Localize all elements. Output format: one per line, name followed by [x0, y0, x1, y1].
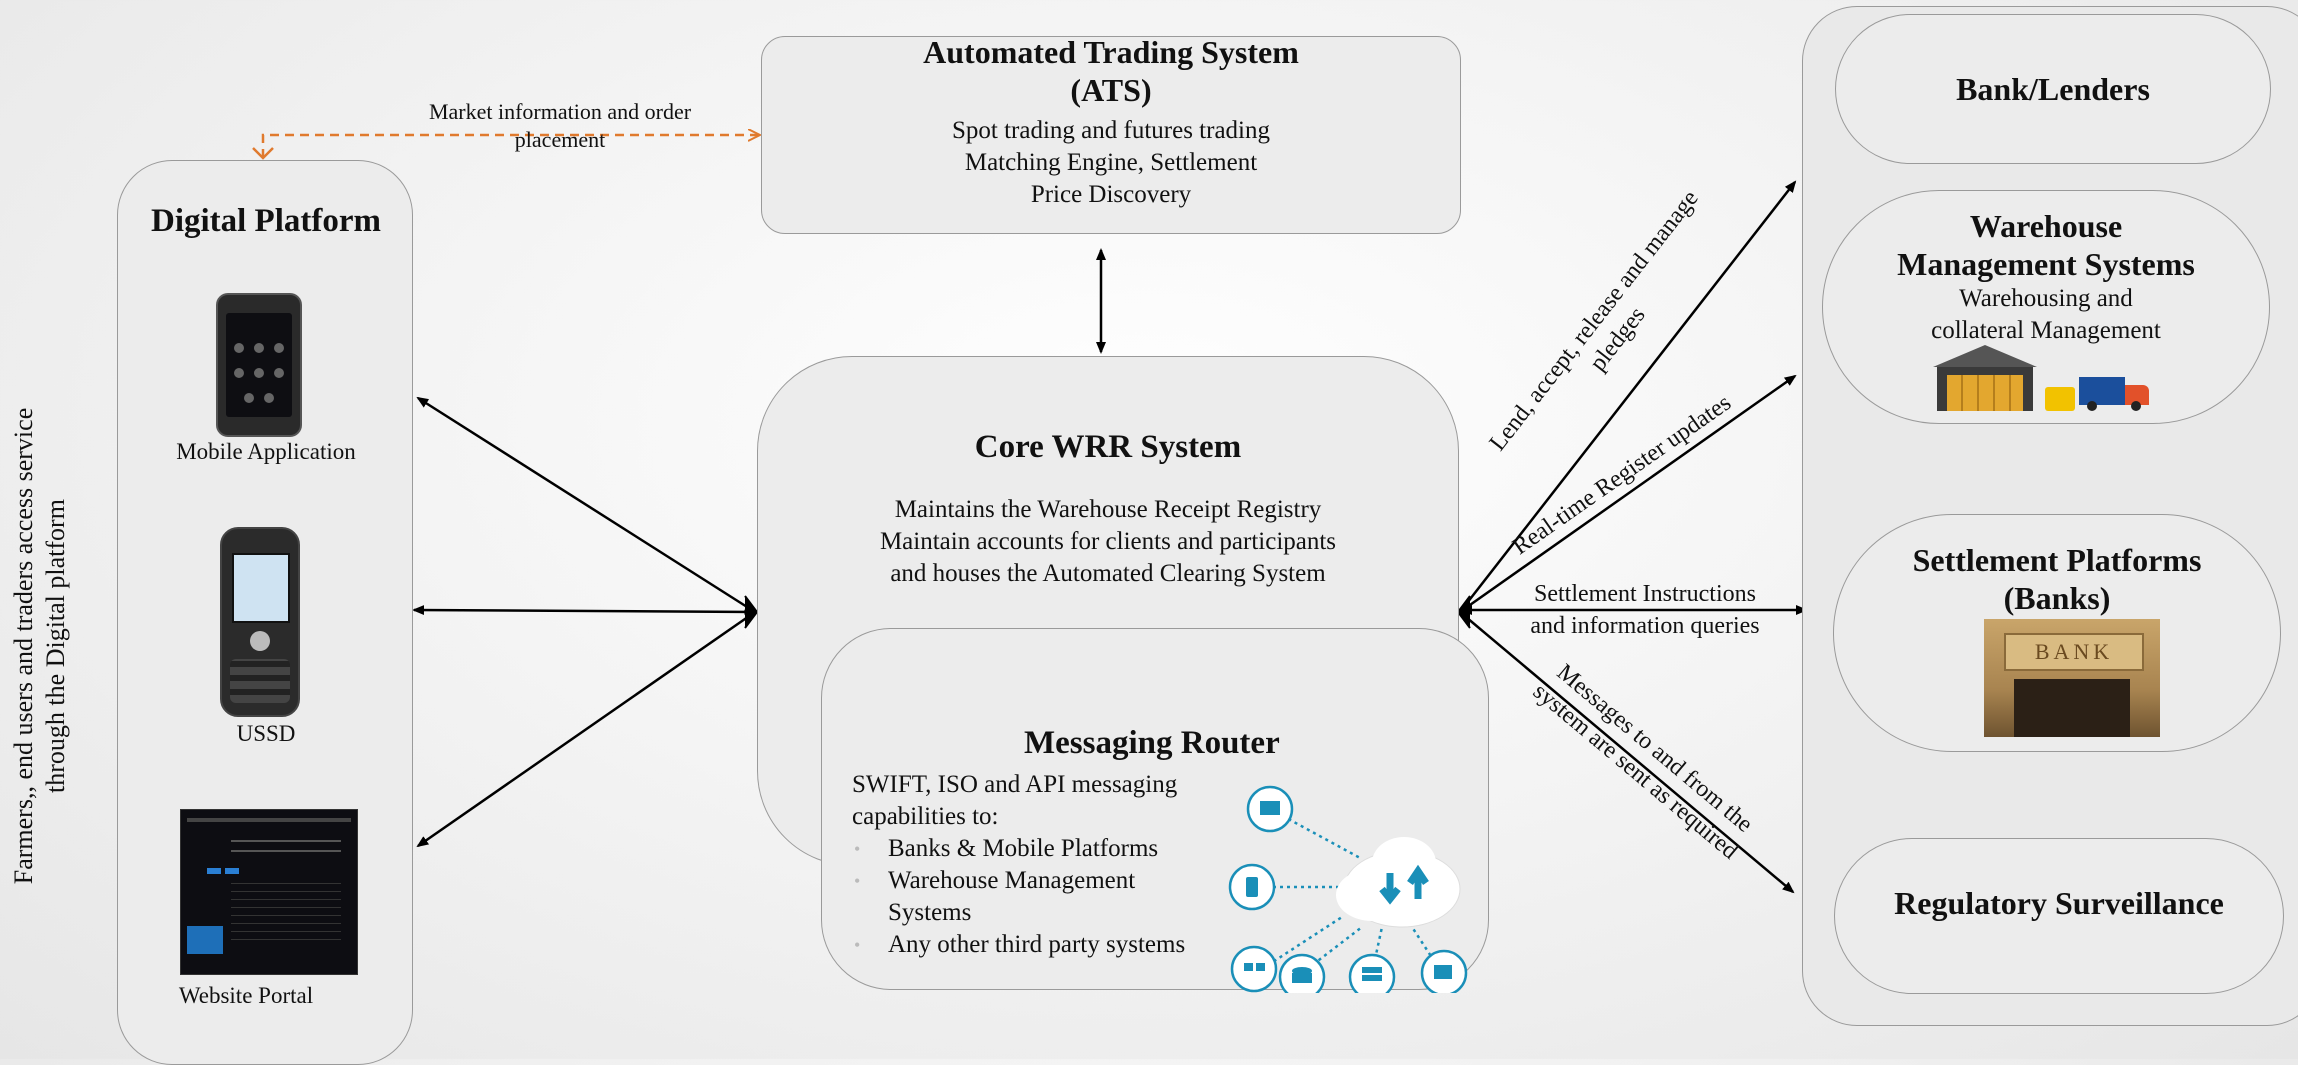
network-cloud-icon — [1228, 785, 1468, 993]
router-bullet-text: Systems — [888, 899, 972, 926]
router-bullet-text: Any other third party systems — [888, 931, 1186, 958]
router-bullet-3: •Any other third party systems — [854, 931, 1186, 958]
ats-title-line2: (ATS) — [1070, 72, 1152, 108]
router-bullet-2: •Warehouse Management — [854, 867, 1136, 894]
ussd-core-arrow — [412, 605, 757, 617]
regulatory-surveillance-box: Regulatory Surveillance — [1834, 838, 2284, 994]
bank-lenders-box: Bank/Lenders — [1835, 14, 2271, 164]
feature-phone-image — [220, 527, 300, 717]
ats-title-line1: Automated Trading System — [923, 34, 1299, 70]
digital-platform-panel: Digital Platform Mobile Application USSD… — [117, 160, 413, 1065]
router-title: Messaging Router — [1024, 725, 1280, 761]
wms-arrow — [1459, 374, 1797, 614]
market-info-dashed-arrow — [261, 135, 760, 158]
market-info-label: Market information and order placement — [390, 98, 730, 154]
mobile-app-label: Mobile Application — [176, 439, 356, 464]
ussd-label: USSD — [236, 721, 296, 746]
router-text: SWIFT, ISO and API messaging capabilitie… — [852, 769, 1185, 961]
ats-line3: Price Discovery — [1030, 181, 1192, 208]
side-caption: Farmers,, end users and traders access s… — [8, 316, 72, 976]
ats-line1: Spot trading and futures trading — [952, 117, 1270, 144]
router-intro-line2: capabilities to: — [852, 803, 999, 830]
wms-sub-line2: collateral Management — [1931, 317, 2161, 344]
core-line3: and houses the Automated Clearing System — [890, 560, 1326, 587]
wms-title-line2: Management Systems — [1897, 246, 2195, 282]
bank-sign: BANK — [2004, 633, 2144, 671]
settlement-instructions-line1: Settlement Instructions — [1534, 581, 1756, 607]
market-info-line1: Market information and order — [428, 99, 692, 124]
forklift-icon — [2045, 387, 2075, 411]
core-line2: Maintain accounts for clients and partic… — [879, 528, 1337, 555]
web-portal-image — [180, 809, 358, 975]
settlement-title-line2: (Banks) — [2003, 580, 2111, 616]
side-caption-line2: through the Digital platform — [41, 499, 70, 793]
regulatory-arrow — [1459, 611, 1795, 894]
router-bullet-1: •Banks & Mobile Platforms — [854, 835, 1159, 862]
wms-sub-line1: Warehousing and — [1959, 285, 2133, 312]
messaging-router-box: Messaging Router SWIFT, ISO and API mess… — [821, 628, 1489, 993]
ats-line2: Matching Engine, Settlement — [964, 149, 1258, 176]
truck-icon — [2079, 377, 2151, 411]
router-bullet-2-cont: Systems — [852, 897, 1185, 929]
bank-arrow — [1459, 180, 1797, 613]
market-info-line2: placement — [514, 127, 606, 152]
side-caption-line1: Farmers,, end users and traders access s… — [9, 407, 38, 885]
web-core-arrow — [416, 610, 757, 848]
wms-title-line1: Warehouse — [1969, 208, 2123, 244]
bank-building-image: BANK — [1984, 619, 2160, 737]
bank-lenders-title: Bank/Lenders — [1956, 71, 2150, 107]
router-intro-line1: SWIFT, ISO and API messaging — [852, 771, 1178, 798]
ats-box: Automated Trading System (ATS) Spot trad… — [761, 34, 1461, 234]
settlement-platforms-box: Settlement Platforms (Banks) BANK — [1833, 514, 2281, 752]
regulatory-title: Regulatory Surveillance — [1894, 885, 2224, 921]
router-bullet-text: Banks & Mobile Platforms — [888, 835, 1159, 862]
settlement-instructions-label: Settlement Instructions and information … — [1490, 578, 1800, 642]
digital-platform-title: Digital Platform — [150, 203, 382, 239]
wms-box: Warehouse Management Systems Warehousing… — [1822, 190, 2270, 424]
warehouse-icon — [1933, 345, 2037, 411]
settlement-instructions-line2: and information queries — [1530, 613, 1760, 639]
core-title: Core WRR System — [974, 429, 1242, 465]
core-line1: Maintains the Warehouse Receipt Registry — [894, 496, 1322, 523]
router-bullet-text: Warehouse Management — [888, 867, 1136, 894]
smartphone-image — [216, 293, 302, 437]
settlement-title-line1: Settlement Platforms — [1912, 542, 2202, 578]
web-portal-label: Website Portal — [178, 983, 314, 1008]
mobile-core-arrow — [416, 396, 757, 614]
